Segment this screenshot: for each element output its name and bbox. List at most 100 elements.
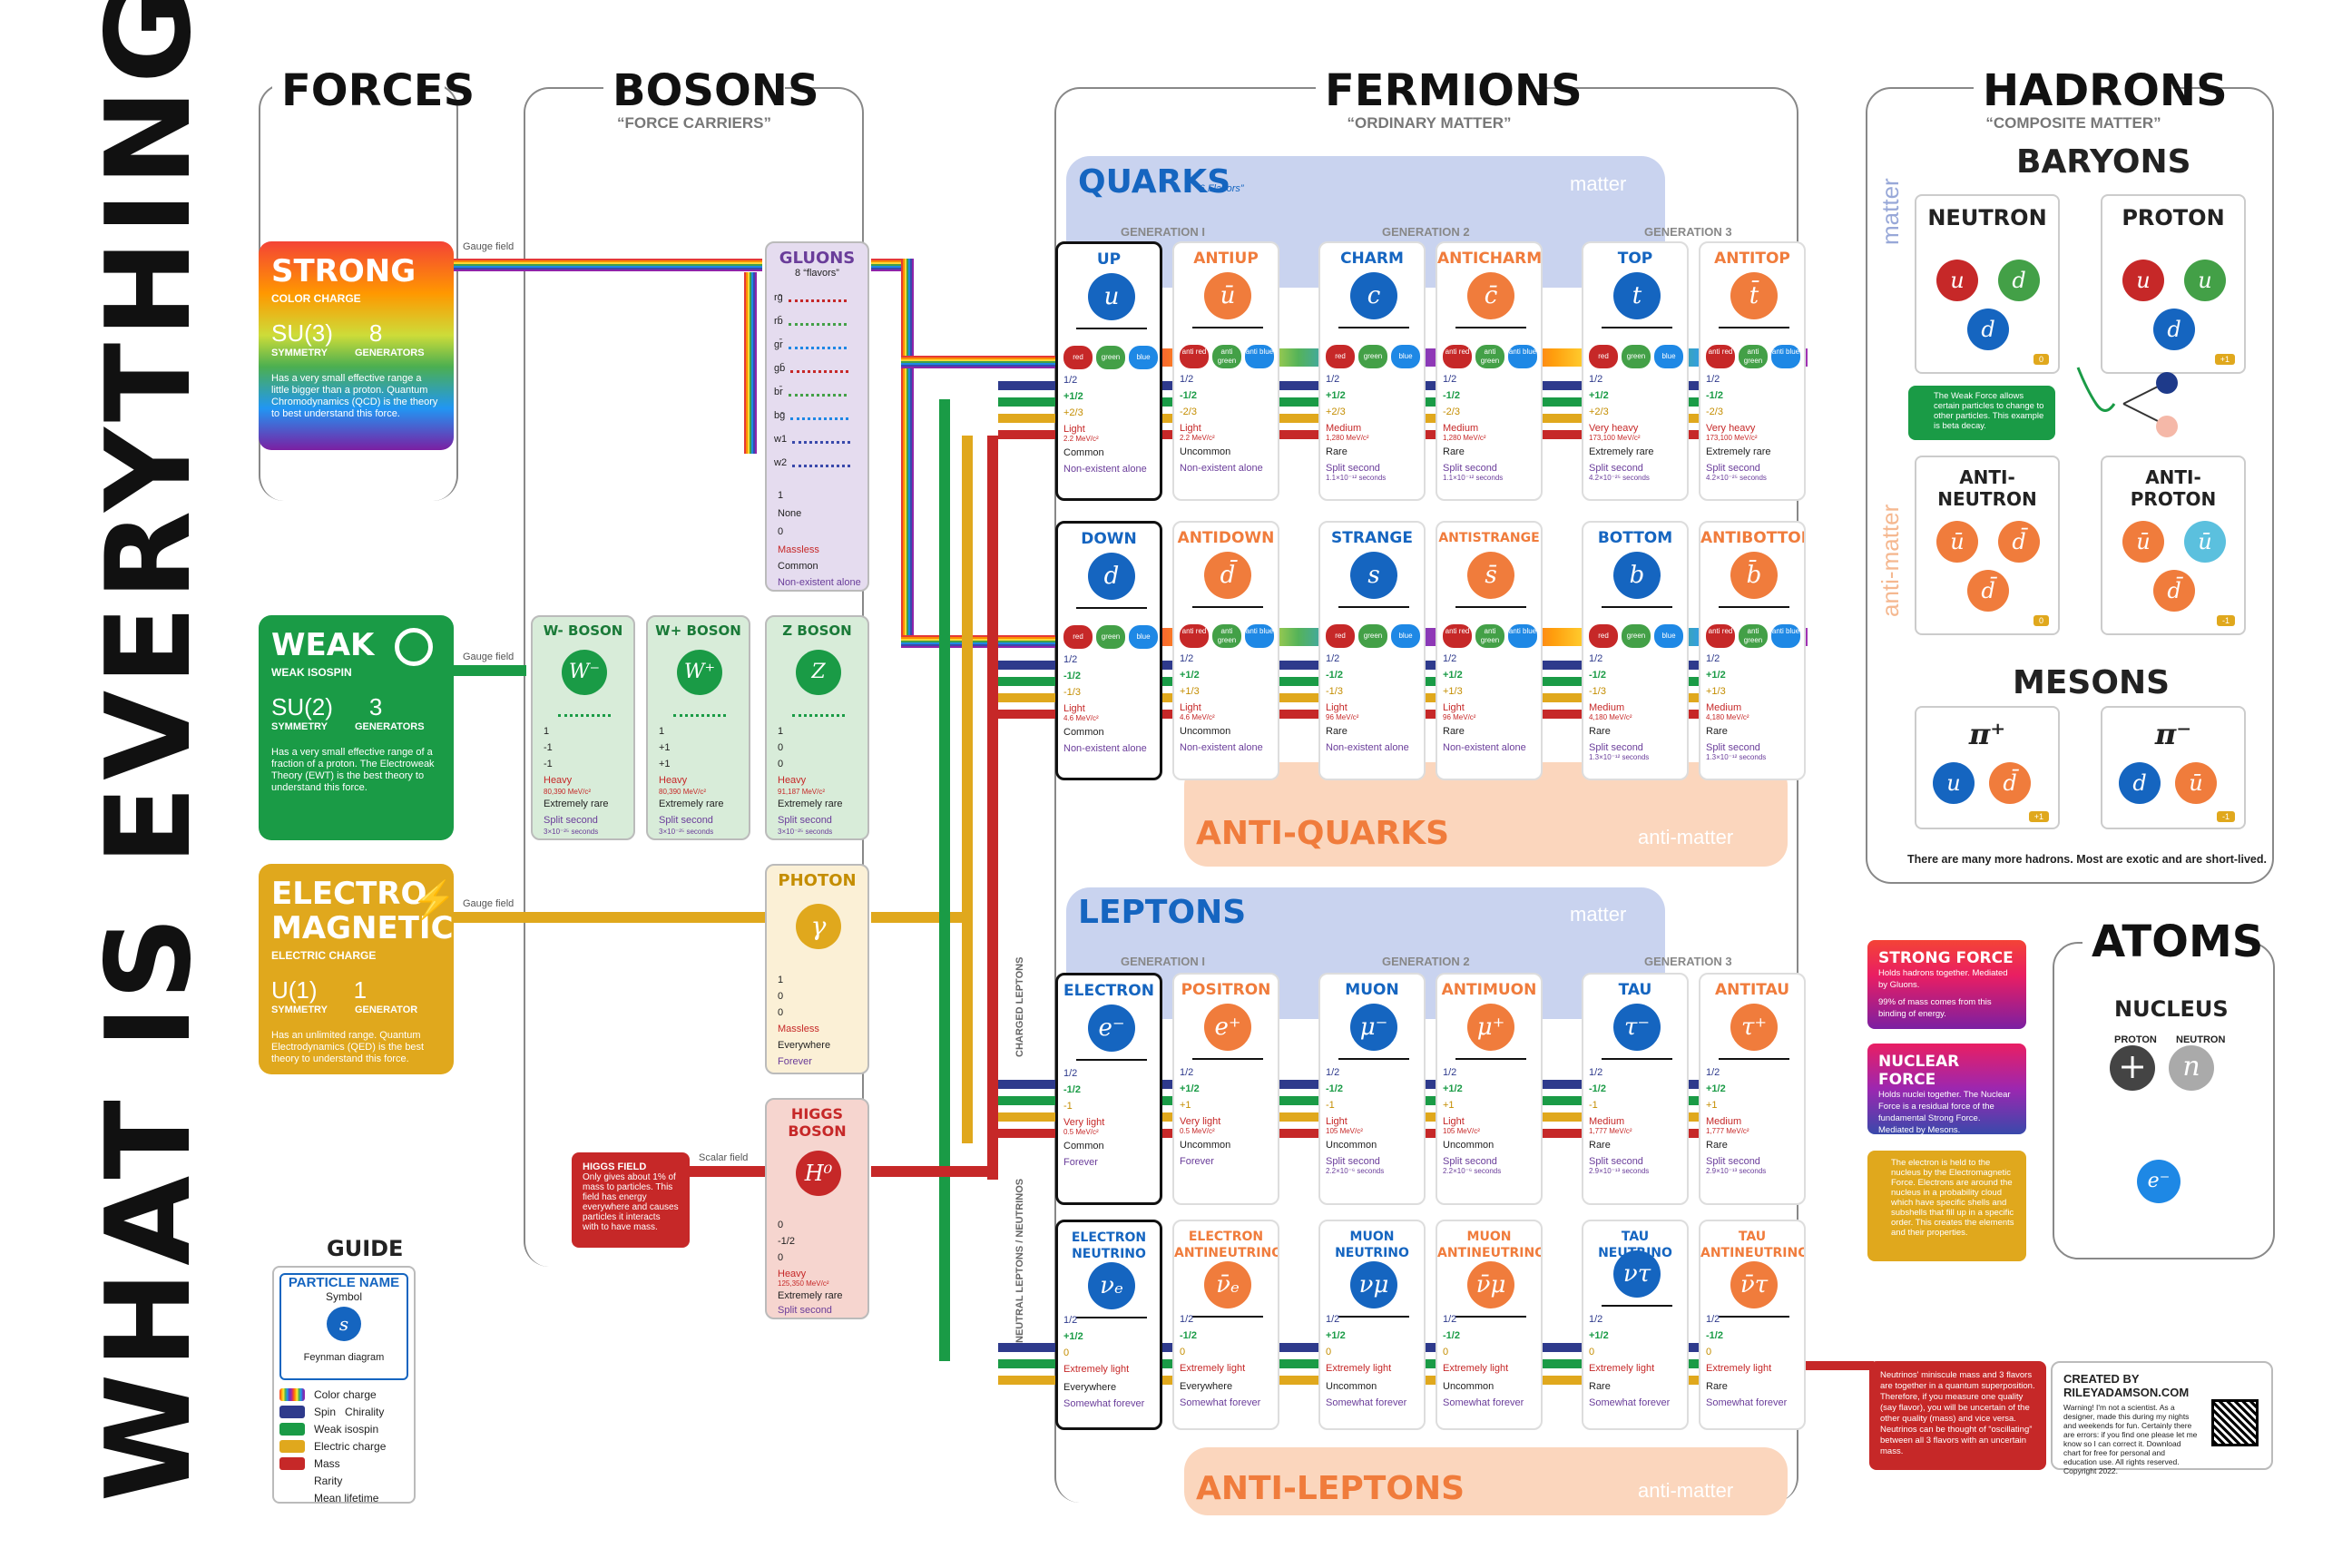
color-charge-0: red — [1063, 625, 1093, 649]
quark-circle: d — [1967, 309, 2009, 350]
rarity-value: Extremely rare — [778, 1290, 843, 1301]
lifetime-value: Somewhat forever — [1063, 1398, 1145, 1409]
isospin-value: 0 — [778, 991, 784, 1002]
color-charge-2: blue — [1391, 345, 1420, 368]
color-charge-0: anti red — [1180, 345, 1209, 368]
lifetime-value: Split second — [1706, 463, 1760, 474]
photon-card[interactable]: PHOTON γ 1 0 0 Massless Everywhere Forev… — [765, 864, 869, 1074]
matter-label-2: matter — [1570, 903, 1627, 926]
iso-value: -1/2 — [1326, 670, 1343, 681]
life_val-value: 3×10⁻²⁵ seconds — [778, 828, 833, 836]
spin-value: 1/2 — [1706, 1067, 1720, 1078]
rarity-value: Common — [1063, 727, 1104, 738]
charge-value: +1 — [1443, 1100, 1455, 1111]
electron-circle: e⁻ — [2137, 1160, 2180, 1203]
guide-charge-label: Electric charge — [314, 1439, 387, 1453]
particle-symbol: ū — [1204, 272, 1251, 319]
hadron-charge-badge: 0 — [2033, 354, 2049, 365]
gluon-flavor: rb̄ — [774, 316, 847, 327]
color-charge-0: anti red — [1706, 345, 1735, 368]
charge-value: -1 — [544, 759, 553, 769]
color-charge-2: anti blue — [1508, 345, 1537, 368]
mass-detail: 125,350 MeV/c² — [778, 1279, 829, 1288]
particle-name: ANTIBOTTOM — [1700, 529, 1806, 547]
mesons-title: MESONS — [2013, 664, 2171, 701]
quark-circle: u — [2122, 260, 2164, 301]
lifetime-value: Non-existent alone — [778, 577, 861, 588]
force-description: Has a very small effective range a littl… — [271, 373, 438, 419]
particle-symbol: τ⁺ — [1730, 1004, 1778, 1051]
particle-name: ELECTRON — [1063, 982, 1154, 1000]
rarity-value: Uncommon — [1180, 1140, 1231, 1151]
qr-code-icon[interactable] — [2211, 1399, 2259, 1446]
iso-value: +1/2 — [1326, 390, 1346, 401]
force-name: WEAK — [271, 627, 375, 663]
force-generators: 8 — [368, 319, 383, 347]
hadron-charge-badge: 0 — [2033, 615, 2049, 626]
particle-symbol: νμ — [1350, 1261, 1397, 1308]
mass-detail: 105 MeV/c² — [1326, 1127, 1363, 1135]
gluon-coil-icon — [792, 458, 851, 467]
force-name: ELECTRO MAGNETIC — [271, 876, 454, 946]
mass-value: Medium — [1589, 702, 1625, 713]
antimatter-label-2: anti-matter — [1638, 1479, 1734, 1502]
life-value: Split second — [544, 815, 598, 826]
spin-value: 1/2 — [1589, 1314, 1603, 1325]
lifetime-value: Split second — [1589, 463, 1643, 474]
rarity-value: Uncommon — [1326, 1381, 1377, 1392]
particle-name: ANTIDOWN — [1177, 529, 1275, 547]
higgs-card[interactable]: HIGGS BOSON H⁰ 0 -1/2 0 Heavy 125,350 Me… — [765, 1098, 869, 1319]
mass-value: Light — [1443, 1116, 1465, 1127]
force-card-em[interactable]: ELECTRO MAGNETIC ELECTRIC CHARGE U(1)1 S… — [259, 864, 456, 1074]
feynman-arrow-icon — [1719, 327, 1789, 328]
guide-mass-label: Mass — [314, 1456, 340, 1470]
mass-value: Heavy — [659, 775, 688, 786]
color-charge-0: red — [1326, 345, 1355, 368]
iso-value: +1/2 — [1326, 1330, 1346, 1341]
gluon-coil-icon — [788, 317, 847, 326]
mass-detail: 1,777 MeV/c² — [1589, 1127, 1632, 1135]
rarity-value: Rare — [1589, 1381, 1611, 1392]
color-charge-1: anti green — [1739, 624, 1768, 648]
mass_val-value: 91,187 MeV/c² — [778, 788, 826, 796]
neutrino-note: Neutrinos' miniscule mass and 3 flavors … — [1869, 1361, 2046, 1470]
mass-detail: 4,180 MeV/c² — [1706, 713, 1749, 721]
rarity-value: Extremely rare — [544, 799, 609, 809]
